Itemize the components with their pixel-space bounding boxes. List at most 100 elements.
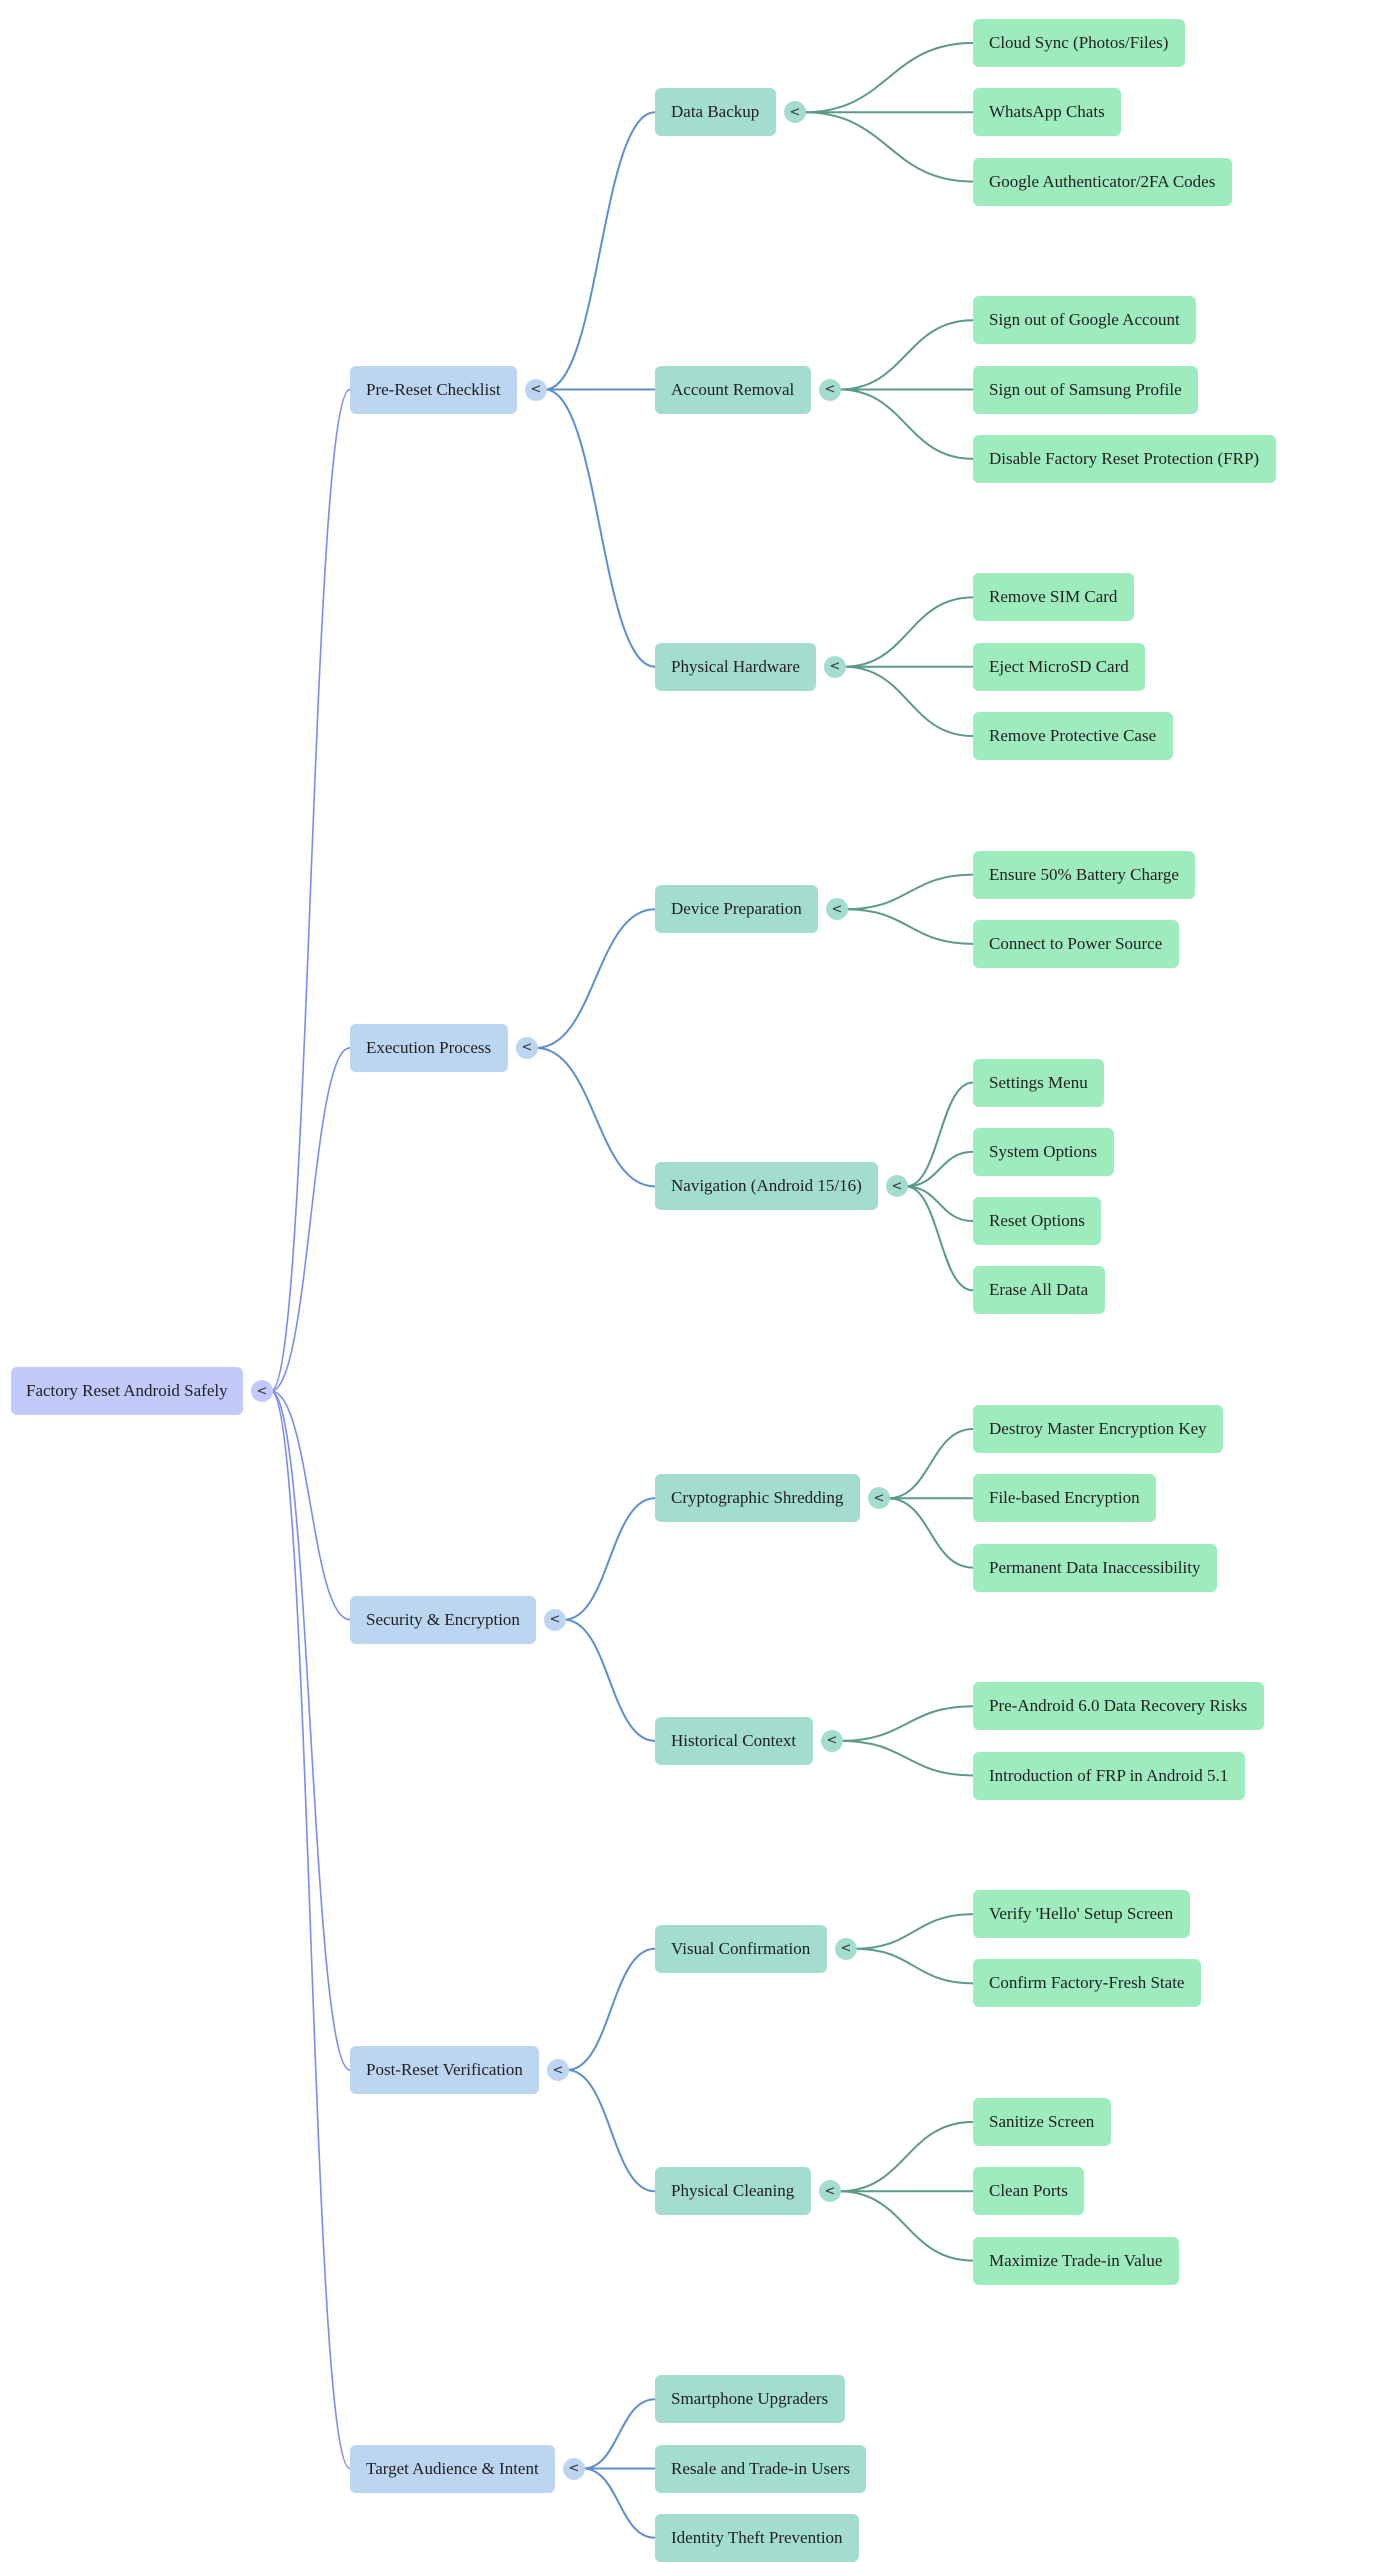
collapse-toggle-icon[interactable]: < xyxy=(563,2457,585,2480)
link-to-security-encryption xyxy=(270,1390,351,1621)
link-to-disable-factory-reset-protection-frp xyxy=(838,388,974,460)
node-subtopic-account-removal[interactable]: Account Removal xyxy=(655,365,811,414)
link-to-verify-hello-setup-screen xyxy=(854,1913,974,1950)
node-subtopic-physical-hardware[interactable]: Physical Hardware xyxy=(655,642,816,691)
collapse-toggle-icon[interactable]: < xyxy=(835,1937,857,1960)
node-leaf-confirm-factory-fresh-state[interactable]: Confirm Factory-Fresh State xyxy=(973,1959,1201,2008)
link-to-execution-process xyxy=(270,1047,351,1392)
node-label: Connect to Power Source xyxy=(989,933,1163,953)
node-label: Resale and Trade-in Users xyxy=(671,2458,850,2478)
link-to-historical-context xyxy=(563,1618,656,1742)
collapse-toggle-icon[interactable]: < xyxy=(819,378,841,401)
collapse-toggle-icon[interactable]: < xyxy=(886,1175,908,1198)
node-category-security-encryption[interactable]: Security & Encryption xyxy=(350,1595,536,1644)
link-to-reset-options xyxy=(905,1185,974,1223)
node-label: Cryptographic Shredding xyxy=(671,1488,844,1508)
collapse-toggle-icon[interactable]: < xyxy=(547,2059,569,2082)
link-to-physical-hardware xyxy=(544,388,656,668)
node-subtopic-smartphone-upgraders[interactable]: Smartphone Upgraders xyxy=(655,2375,845,2424)
collapse-toggle-icon[interactable]: < xyxy=(544,1608,566,1631)
node-leaf-google-authenticator-2fa-codes[interactable]: Google Authenticator/2FA Codes xyxy=(973,157,1232,206)
node-label: Device Preparation xyxy=(671,899,802,919)
node-leaf-sanitize-screen[interactable]: Sanitize Screen xyxy=(973,2098,1111,2146)
node-leaf-verify-hello-setup-screen[interactable]: Verify 'Hello' Setup Screen xyxy=(973,1890,1190,1939)
node-leaf-file-based-encryption[interactable]: File-based Encryption xyxy=(973,1474,1156,1523)
node-subtopic-navigation-android-15-16[interactable]: Navigation (Android 15/16) xyxy=(655,1162,878,1211)
link-to-cloud-sync-photos-files xyxy=(803,42,974,114)
node-subtopic-visual-confirmation[interactable]: Visual Confirmation xyxy=(655,1924,827,1973)
node-subtopic-historical-context[interactable]: Historical Context xyxy=(655,1716,813,1765)
collapse-toggle-icon[interactable]: < xyxy=(819,2180,841,2203)
node-subtopic-identity-theft-prevention[interactable]: Identity Theft Prevention xyxy=(655,2513,859,2562)
node-leaf-sign-out-of-samsung-profile[interactable]: Sign out of Samsung Profile xyxy=(973,365,1198,414)
node-category-target-audience-intent[interactable]: Target Audience & Intent xyxy=(350,2444,555,2493)
link-to-data-backup xyxy=(544,111,656,391)
node-root-factory-reset-android-safely[interactable]: Factory Reset Android Safely xyxy=(11,1367,243,1415)
node-subtopic-cryptographic-shredding[interactable]: Cryptographic Shredding xyxy=(655,1474,860,1523)
link-to-identity-theft-prevention xyxy=(582,2467,656,2539)
node-label: Target Audience & Intent xyxy=(366,2458,539,2478)
node-label: Remove SIM Card xyxy=(989,587,1118,607)
node-label: Cloud Sync (Photos/Files) xyxy=(989,33,1169,52)
link-to-navigation-android-15-16 xyxy=(535,1046,656,1188)
node-leaf-remove-protective-case[interactable]: Remove Protective Case xyxy=(973,712,1173,760)
node-leaf-cloud-sync-photos-files[interactable]: Cloud Sync (Photos/Files) xyxy=(973,19,1185,67)
node-leaf-disable-factory-reset-protection-frp[interactable]: Disable Factory Reset Protection (FRP) xyxy=(973,434,1276,483)
node-category-post-reset-verification[interactable]: Post-Reset Verification xyxy=(350,2046,539,2095)
node-label: Introduction of FRP in Android 5.1 xyxy=(989,1765,1229,1785)
link-to-confirm-factory-fresh-state xyxy=(854,1947,974,1985)
node-label: Confirm Factory-Fresh State xyxy=(989,1973,1185,1993)
node-label: Ensure 50% Battery Charge xyxy=(989,864,1179,884)
node-leaf-reset-options[interactable]: Reset Options xyxy=(973,1197,1101,1246)
node-label: Security & Encryption xyxy=(366,1609,520,1629)
node-leaf-eject-microsd-card[interactable]: Eject MicroSD Card xyxy=(973,642,1145,691)
node-leaf-pre-android-6-0-data-recovery-risks[interactable]: Pre-Android 6.0 Data Recovery Risks xyxy=(973,1682,1264,1731)
collapse-toggle-icon[interactable]: < xyxy=(251,1380,273,1402)
node-category-pre-reset-checklist[interactable]: Pre-Reset Checklist xyxy=(350,365,517,414)
node-leaf-introduction-of-frp-in-android-5-1[interactable]: Introduction of FRP in Android 5.1 xyxy=(973,1751,1245,1800)
link-to-visual-confirmation xyxy=(566,1947,656,2072)
link-to-post-reset-verification xyxy=(270,1390,351,2071)
node-label: Reset Options xyxy=(989,1211,1085,1231)
node-subtopic-device-preparation[interactable]: Device Preparation xyxy=(655,885,818,934)
link-to-device-preparation xyxy=(535,908,656,1049)
node-leaf-ensure-50-battery-charge[interactable]: Ensure 50% Battery Charge xyxy=(973,850,1195,899)
node-subtopic-resale-and-trade-in-users[interactable]: Resale and Trade-in Users xyxy=(655,2444,866,2493)
node-subtopic-physical-cleaning[interactable]: Physical Cleaning xyxy=(655,2167,811,2216)
node-leaf-sign-out-of-google-account[interactable]: Sign out of Google Account xyxy=(973,296,1196,345)
node-leaf-settings-menu[interactable]: Settings Menu xyxy=(973,1058,1104,1107)
link-to-erase-all-data xyxy=(905,1185,974,1292)
node-label: Pre-Reset Checklist xyxy=(366,379,501,399)
node-leaf-maximize-trade-in-value[interactable]: Maximize Trade-in Value xyxy=(973,2236,1179,2285)
link-to-sign-out-of-google-account xyxy=(838,319,974,391)
collapse-toggle-icon[interactable]: < xyxy=(516,1036,538,1059)
node-leaf-connect-to-power-source[interactable]: Connect to Power Source xyxy=(973,919,1179,968)
collapse-toggle-icon[interactable]: < xyxy=(784,101,806,124)
collapse-toggle-icon[interactable]: < xyxy=(868,1487,890,1510)
link-to-connect-to-power-source xyxy=(845,908,974,945)
collapse-toggle-icon[interactable]: < xyxy=(824,655,846,678)
node-leaf-permanent-data-inaccessibility[interactable]: Permanent Data Inaccessibility xyxy=(973,1543,1217,1592)
collapse-toggle-icon[interactable]: < xyxy=(525,378,547,401)
collapse-toggle-icon[interactable]: < xyxy=(821,1729,843,1752)
node-leaf-destroy-master-encryption-key[interactable]: Destroy Master Encryption Key xyxy=(973,1405,1223,1453)
link-to-remove-sim-card xyxy=(843,596,974,668)
node-label: Eject MicroSD Card xyxy=(989,656,1129,676)
node-label: Maximize Trade-in Value xyxy=(989,2250,1163,2270)
link-to-smartphone-upgraders xyxy=(582,2398,656,2470)
node-leaf-clean-ports[interactable]: Clean Ports xyxy=(973,2167,1084,2216)
node-category-execution-process[interactable]: Execution Process xyxy=(350,1023,508,1072)
link-to-system-options xyxy=(905,1150,974,1188)
node-label: Identity Theft Prevention xyxy=(671,2527,843,2547)
node-leaf-erase-all-data[interactable]: Erase All Data xyxy=(973,1266,1105,1315)
node-label: Visual Confirmation xyxy=(671,1938,811,1958)
node-leaf-remove-sim-card[interactable]: Remove SIM Card xyxy=(973,573,1134,622)
node-leaf-system-options[interactable]: System Options xyxy=(973,1127,1114,1176)
collapse-toggle-icon[interactable]: < xyxy=(826,898,848,921)
node-label: Smartphone Upgraders xyxy=(671,2389,829,2409)
node-subtopic-data-backup[interactable]: Data Backup xyxy=(655,88,776,137)
node-leaf-whatsapp-chats[interactable]: WhatsApp Chats xyxy=(973,88,1121,137)
link-to-permanent-data-inaccessibility xyxy=(887,1497,974,1569)
link-to-physical-cleaning xyxy=(566,2069,656,2193)
